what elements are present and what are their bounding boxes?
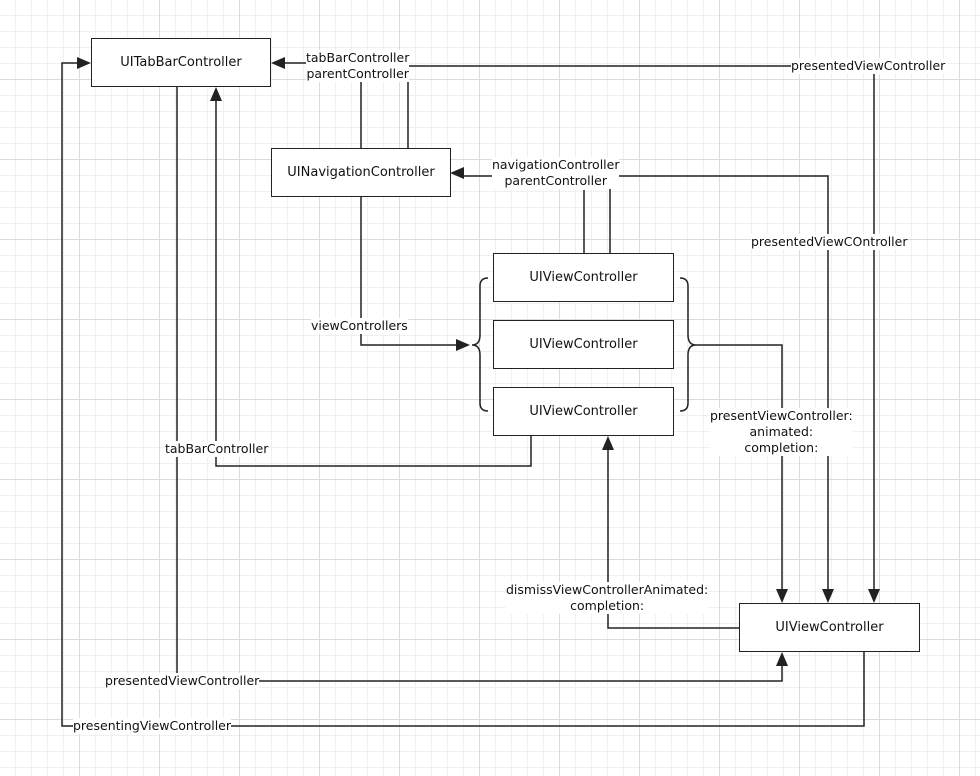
- edge-presented-bottom: [176, 87, 783, 682]
- edge-label-tabbar-controller: tabBarController: [165, 441, 269, 457]
- node-uitabbarcontroller: UITabBarController: [91, 38, 271, 87]
- arrowhead-presented-top: [868, 589, 880, 603]
- edge-label-presented-top: presentedViewController: [791, 58, 946, 74]
- node-uiviewcontroller-3: UIViewController: [493, 387, 674, 436]
- arrowhead-tabbar-bottom: [210, 87, 222, 101]
- arrowhead-nav-right: [450, 167, 464, 179]
- edge-tabbar-controller: [215, 101, 532, 467]
- edge-label-line: completion:: [744, 440, 819, 455]
- edge-label-present-vc: presentViewController: animated: complet…: [710, 408, 853, 456]
- arrowhead-tabbar-right: [271, 57, 285, 69]
- left-brace: [471, 277, 489, 412]
- node-uiviewcontroller-presented: UIViewController: [739, 603, 920, 652]
- edge-label-line: dismissViewControllerAnimated:: [506, 582, 709, 597]
- node-uiviewcontroller-2: UIViewController: [493, 320, 674, 369]
- edge-label-view-controllers: viewControllers: [311, 318, 408, 334]
- edge-label-line: completion:: [570, 598, 645, 613]
- edge-presented-top: [407, 65, 875, 589]
- edge-presenting-vc: [61, 62, 865, 727]
- arrowhead-presented-bottom: [776, 652, 788, 666]
- node-uiviewcontroller-1: UIViewController: [493, 253, 674, 302]
- arrowhead-presented-mid: [822, 589, 834, 603]
- edge-label-line: parentController: [504, 173, 607, 188]
- edge-label-line: presentViewController:: [710, 408, 853, 423]
- edge-view-controllers: [360, 197, 456, 346]
- edge-label-line: tabBarController: [306, 50, 410, 65]
- edge-label-presented-mid: presentedViewCOntroller: [751, 234, 908, 250]
- edge-label-presenting-vc: presentingViewController: [73, 718, 231, 734]
- edge-label-dismiss-vc: dismissViewControllerAnimated: completio…: [506, 582, 709, 614]
- edge-label-line: parentController: [306, 66, 409, 81]
- arrowhead-group: [456, 339, 470, 351]
- arrowhead-tabbar-left: [77, 57, 91, 69]
- arrowhead-dismiss: [602, 436, 614, 450]
- edge-label-line: animated:: [749, 424, 814, 439]
- right-brace: [679, 277, 697, 412]
- node-uinavigationcontroller: UINavigationController: [271, 148, 451, 197]
- edge-label-nav-parent: navigationController parentController: [492, 157, 620, 189]
- edge-label-tabbar-parent: tabBarController parentController: [306, 50, 410, 82]
- arrowhead-present-vc: [776, 589, 788, 603]
- edge-label-presented-bottom: presentedViewController: [105, 673, 260, 689]
- edge-dismiss-vc: [607, 450, 740, 629]
- edge-present-vc: [696, 344, 783, 589]
- edge-label-line: navigationController: [492, 157, 620, 172]
